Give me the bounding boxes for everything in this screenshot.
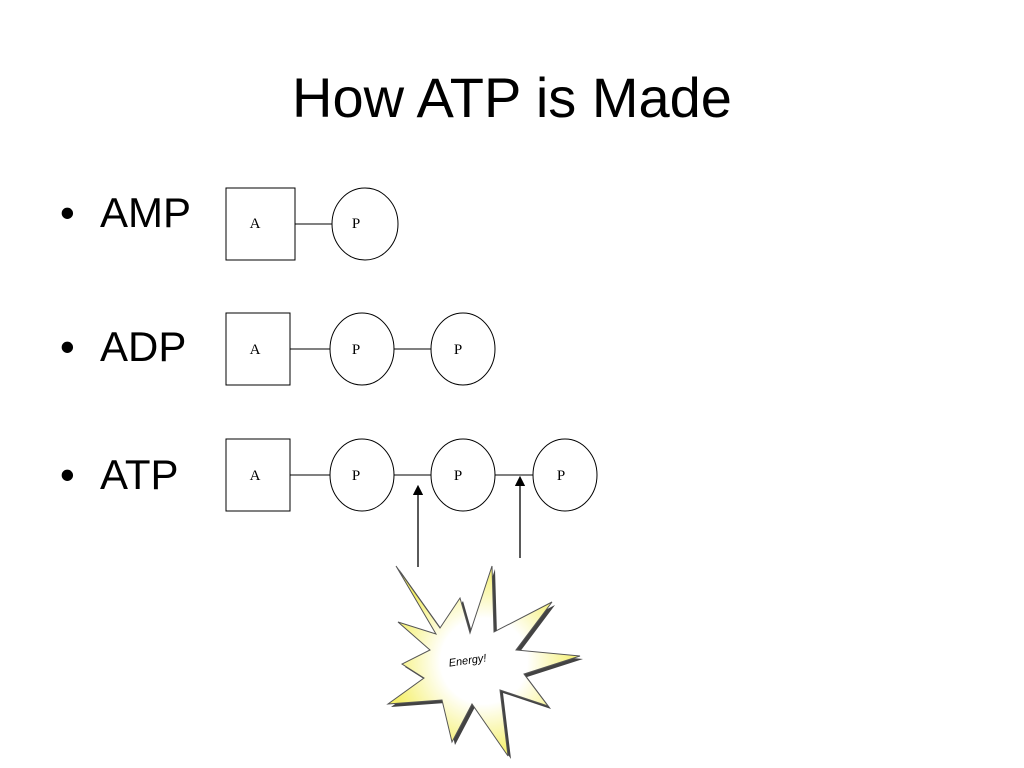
phosphate-label: P [557,468,565,484]
amp-molecule: A P [225,187,399,261]
bullet-dot: • [60,451,75,498]
bullet-dot: • [60,189,75,236]
bullet-label: ATP [100,451,179,498]
slide-title: How ATP is Made [292,66,732,129]
phosphate-circle [430,312,496,386]
bullet-dot: • [60,323,75,370]
phosphate-circle [532,438,598,512]
bullet-label: ADP [100,323,187,370]
adenine-box [225,312,291,386]
phosphate-circle [331,187,399,261]
atp-molecule: A P P P [225,438,598,512]
bullet-label: AMP [100,189,192,236]
bullet-atp: • ATP [60,450,179,500]
phosphate-label: P [352,216,360,232]
burst-body [386,565,581,757]
energy-label: Energy! [448,652,487,669]
bullet-adp: • ADP [60,322,186,372]
adenine-label: A [250,216,261,232]
adenine-box [225,187,296,261]
phosphate-circle [430,438,496,512]
bullet-amp: • AMP [60,188,191,238]
phosphate-label: P [454,342,462,358]
phosphate-circle [329,438,395,512]
phosphate-circle [329,312,395,386]
adenine-box [225,438,291,512]
energy-burst-icon: Energy! [386,565,583,759]
adp-molecule: A P P [225,312,496,386]
phosphate-label: P [352,342,360,358]
phosphate-label: P [454,468,462,484]
adenine-label: A [250,468,261,484]
phosphate-label: P [352,468,360,484]
adenine-label: A [250,342,261,358]
